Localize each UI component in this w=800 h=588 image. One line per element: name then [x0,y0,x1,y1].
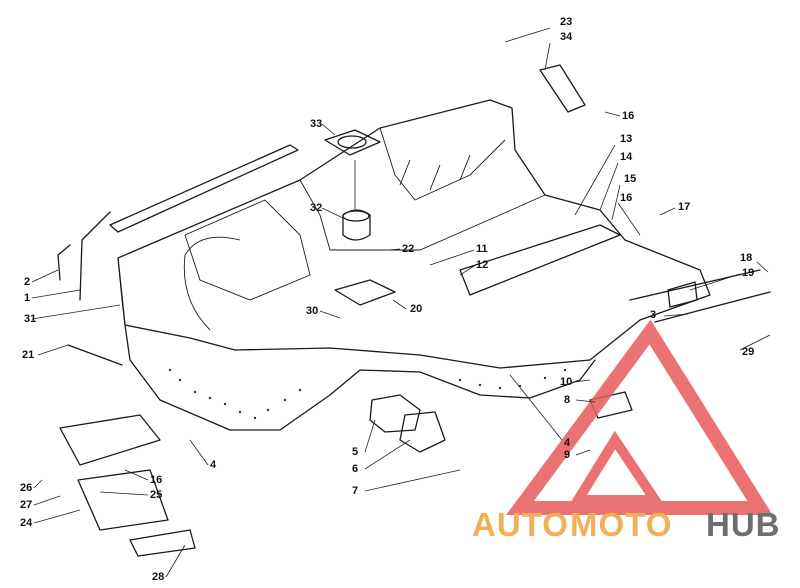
callout-leader-32 [189,439,209,466]
callout-label-15: 19 [742,267,754,279]
callout-leader-25 [575,399,596,403]
callout-leader-5 [574,144,616,216]
callout-leader-28 [364,419,376,453]
callout-leader-23 [37,344,69,356]
callout-label-3: 16 [622,110,634,122]
callout-leader-7 [611,184,621,221]
callout-label-5: 13 [620,133,632,145]
watermark-triangle-outer [506,319,773,515]
callout-label-25: 8 [564,394,570,406]
callout-leader-4 [321,123,336,136]
callout-label-14: 18 [740,252,752,264]
callout-leader-2 [544,42,551,71]
callout-label-30: 7 [352,485,358,497]
callout-label-29: 6 [352,463,358,475]
callout-leader-34 [99,491,149,496]
callout-label-10: 32 [310,202,322,214]
callout-label-11: 22 [402,243,414,255]
callout-label-9: 17 [678,201,690,213]
callout-label-20: 30 [306,305,318,317]
callout-leader-22 [739,334,771,351]
callout-label-22: 29 [742,346,754,358]
callout-leader-20 [319,310,341,319]
callout-label-26: 4 [564,437,571,449]
callout-label-33: 26 [20,482,32,494]
callout-label-27: 9 [564,449,570,461]
callout-leader-33 [33,479,43,489]
watermark-brand-part3: HUB [706,506,781,543]
callout-label-8: 16 [620,192,632,204]
watermark-triangle-inner [569,430,665,505]
callout-label-4: 33 [310,118,322,130]
hood-assembly-drawing [57,64,771,557]
callout-leader-9 [659,207,676,216]
callout-leader-10 [321,207,344,219]
callout-leader-6 [599,162,619,211]
callout-label-34: 25 [150,489,162,501]
callout-leader-24 [573,379,591,383]
callout-leader-17 [31,269,59,283]
watermark-brand-part1: AUTO [472,506,569,543]
callout-leader-26 [509,374,563,441]
callout-label-19: 31 [24,313,36,325]
callout-leader-21 [392,299,407,310]
callout-label-23: 21 [22,349,34,361]
callout-leader-31 [124,469,149,481]
callout-label-28: 5 [352,446,358,458]
callout-label-2: 34 [560,31,573,43]
callout-leader-14 [756,261,769,273]
callout-leader-37 [165,544,186,578]
callout-label-7: 15 [624,173,636,185]
callout-label-36: 24 [20,517,33,529]
callout-label-35: 27 [20,499,32,511]
callout-label-24: 10 [560,376,572,388]
callout-leader-8 [617,202,641,236]
callout-label-1: 23 [560,16,572,28]
callout-leader-27 [575,449,591,456]
callout-leader-36 [33,509,81,524]
callout-leader-11 [387,248,401,251]
callout-label-31: 16 [150,474,162,486]
watermark-brand-part2: MOTO [570,506,672,543]
callout-label-13: 12 [476,259,488,271]
callout-leader-16 [663,313,689,317]
callout-label-12: 11 [476,243,488,255]
callout-label-18: 1 [24,292,30,304]
callout-leader-1 [504,27,551,43]
callout-label-32: 4 [210,459,217,471]
callout-leader-19 [31,304,121,320]
callout-label-16: 3 [650,309,656,321]
watermark-logo: AUTO MOTO HUB [472,319,781,543]
callout-label-17: 2 [24,276,30,288]
callout-leader-12 [429,249,475,266]
callout-label-6: 14 [620,151,633,163]
callout-leader-30 [364,469,461,492]
callout-leader-29 [364,439,411,470]
callout-leader-18 [31,289,81,299]
callout-label-21: 20 [410,303,422,315]
callout-leader-3 [604,111,621,117]
callout-leader-15 [689,273,741,291]
callout-leader-13 [459,265,475,276]
callout-label-37: 28 [152,571,164,583]
callout-leader-35 [33,495,61,506]
